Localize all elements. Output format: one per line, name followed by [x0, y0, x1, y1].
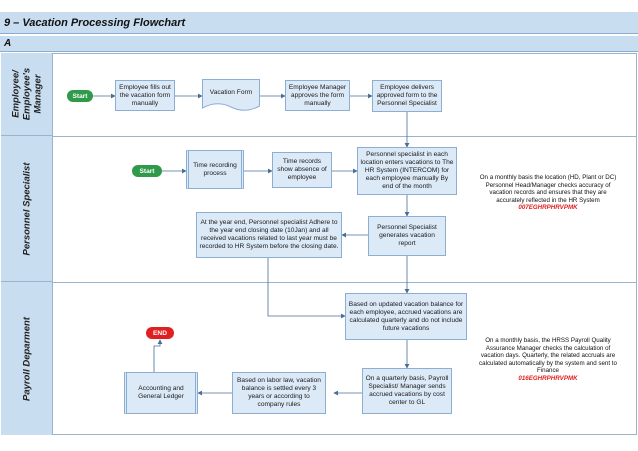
document-vacation-form: Vacation Form: [209, 88, 253, 96]
control-note-payroll-qa: On a monthly basis, the HRSS Payroll Qua…: [479, 337, 617, 393]
control-code: 016EGHRPHRVPMK: [518, 374, 578, 382]
end-terminal: END: [146, 327, 174, 339]
arrow-gl-to-end: [153, 339, 163, 372]
start-terminal: Start: [132, 165, 162, 177]
document-shape: [202, 79, 260, 111]
control-note-text: On a monthly basis the location (HD, Pla…: [479, 174, 617, 204]
lane-divider: [53, 282, 637, 283]
lane-divider: [53, 136, 637, 137]
page-subtitle: A: [0, 36, 638, 52]
arrow-yearend-to-accrued: [267, 258, 346, 319]
page-title: 9 – Vacation Processing Flowchart: [0, 12, 638, 34]
process-fill-form: Employee fills out the vacation form man…: [115, 80, 175, 111]
process-generate-report: Personnel Specialist generates vacation …: [368, 216, 446, 256]
process-deliver-form: Employee delivers approved form to the P…: [372, 80, 442, 112]
process-time-records: Time records show absence of employee: [272, 152, 332, 188]
process-quarterly-accruals: On a quarterly basis, Payroll Specialist…: [362, 368, 452, 414]
control-code: 007EGHRPHRVPMK: [518, 204, 578, 212]
process-year-end-closing: At the year end, Personnel specialist Ad…: [196, 212, 342, 258]
process-manager-approves: Employee Manager approves the form manua…: [285, 80, 350, 111]
lane-header-specialist: Personnel Specialist: [1, 136, 53, 282]
process-accrued-calculation: Based on updated vacation balance for ea…: [345, 293, 467, 340]
lane-header-payroll: Payroll Deparment: [1, 282, 53, 435]
control-note-text: On a monthly basis, the HRSS Payroll Qua…: [479, 337, 617, 375]
process-labor-law-settlement: Based on labor law, vacation balance is …: [232, 372, 326, 414]
subprocess-accounting-gl: Accounting and General Ledger: [124, 372, 198, 414]
control-note-monthly-check: On a monthly basis the location (HD, Pla…: [479, 174, 617, 232]
process-enter-vacations: Personnel specialist in each location en…: [357, 147, 457, 195]
start-terminal: Start: [67, 90, 93, 102]
lane-header-employee: Employee/ Employee's Manager: [1, 53, 53, 136]
subprocess-time-recording: Time recording process: [186, 150, 244, 189]
